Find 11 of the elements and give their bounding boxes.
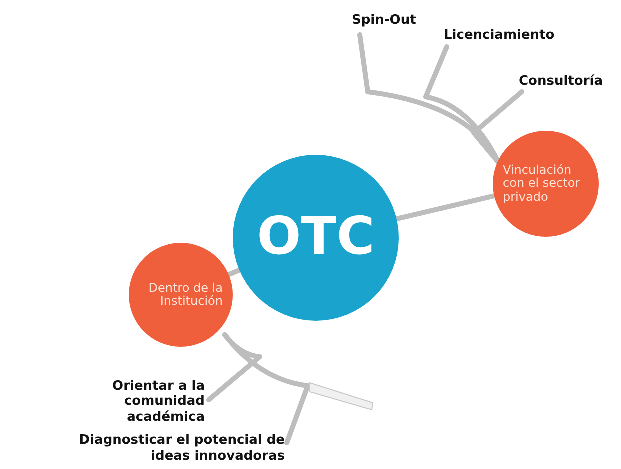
hub-label: OTC <box>257 209 375 267</box>
connector-line <box>394 194 497 222</box>
branch-label: Licenciamiento <box>444 28 555 44</box>
category-label: Vinculación con el sector privado <box>503 164 582 204</box>
branch-label: Diagnosticar el potencial de ideas innovadoras <box>78 433 285 465</box>
category-label: Dentro de la Institución <box>148 282 223 308</box>
connector-line <box>222 332 310 446</box>
branch-label: Orientar a la comunidad académica <box>112 378 205 426</box>
branch-label: Consultoría <box>519 74 603 90</box>
connector-line <box>226 268 242 278</box>
branch-label: Spin-Out <box>352 13 416 29</box>
